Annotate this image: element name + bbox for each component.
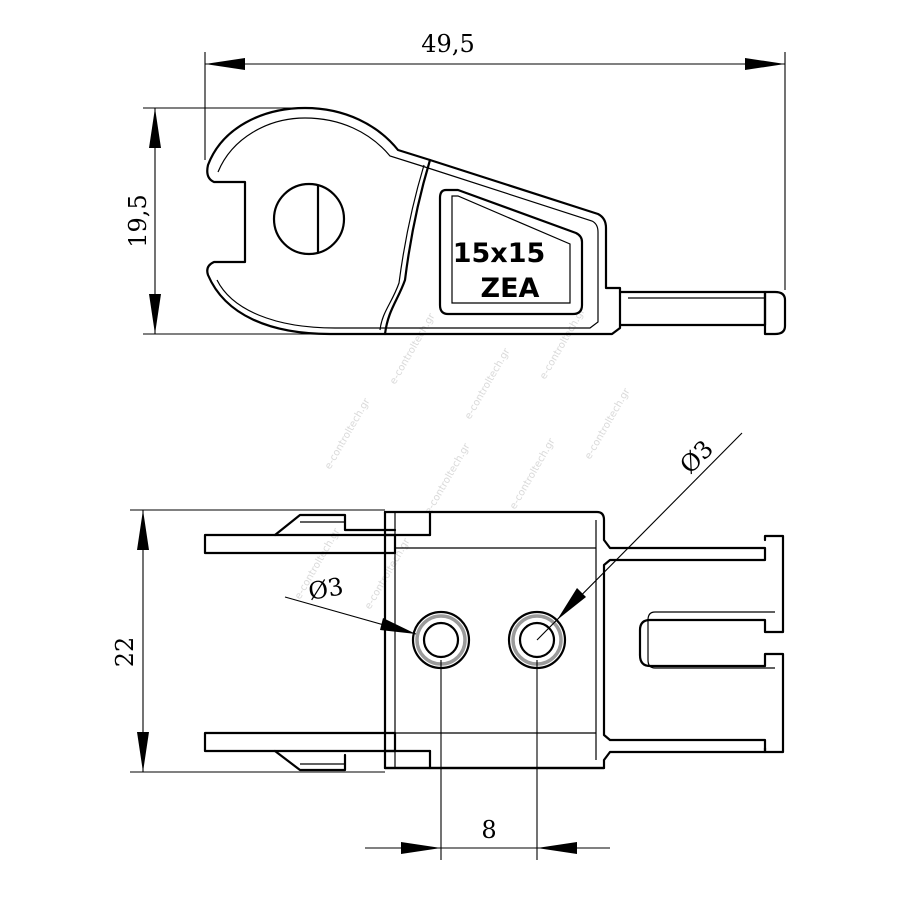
top-view-lower-end-cap — [638, 652, 785, 754]
top-view-lower-rail — [203, 731, 397, 753]
arrowhead — [149, 108, 161, 148]
marking-line-1: 15x15 — [453, 238, 546, 269]
side-view-dimensions: 49,5 19,5 — [124, 30, 786, 335]
top-view-hole-left-inner — [422, 621, 460, 659]
watermark-group: e-controltech.gr e-controltech.gr e-cont… — [293, 306, 633, 612]
side-view-rod-head — [763, 290, 787, 336]
watermark-text: e-controltech.gr — [538, 306, 588, 382]
side-view: 15x15 ZEA — [206, 106, 787, 336]
side-view-pin-hole — [272, 182, 346, 256]
top-view-upper-body — [383, 510, 767, 770]
watermark-text: e-controltech.gr — [388, 311, 438, 387]
dimension-width-label: 22 — [111, 637, 139, 668]
top-view-upper-end-cap — [638, 534, 785, 657]
side-view-step-line-inner — [379, 164, 425, 331]
side-view-label-recess — [438, 188, 584, 316]
arrowhead — [401, 842, 441, 854]
top-view-slot-outline — [647, 611, 775, 669]
top-view-hole-left-outer — [411, 610, 471, 670]
arrowhead — [137, 732, 149, 772]
top-view-dimensions: 22 8 Ø3 Ø3 — [111, 432, 743, 860]
top-view-upper-latch — [273, 513, 397, 537]
watermark-text: e-controltech.gr — [583, 386, 633, 462]
watermark-text: e-controltech.gr — [363, 536, 413, 612]
side-view-inner-outline — [216, 117, 599, 329]
top-view-lower-latch — [273, 749, 347, 772]
watermark-text: e-controltech.gr — [423, 441, 473, 517]
hole-diameter-right-label: Ø3 — [674, 435, 719, 480]
watermark-text: e-controltech.gr — [508, 436, 558, 512]
top-view-hole-right-inner — [518, 621, 556, 659]
side-view-label-recess-inner — [451, 195, 571, 304]
watermark-text: e-controltech.gr — [323, 396, 373, 472]
top-view-upper-rail — [203, 533, 397, 555]
dimension-height-label: 19,5 — [124, 194, 152, 247]
arrowhead — [205, 58, 245, 70]
arrowhead — [537, 842, 577, 854]
dimension-length-label: 49,5 — [421, 30, 474, 58]
side-view-rod — [618, 290, 767, 327]
arrowhead — [745, 58, 785, 70]
arrowhead — [380, 618, 416, 634]
dimension-spacing-label: 8 — [481, 816, 496, 844]
top-view — [203, 510, 785, 772]
marking-line-2: ZEA — [481, 273, 540, 304]
arrowhead — [149, 294, 161, 334]
arrowhead — [557, 588, 586, 620]
watermark-text: e-controltech.gr — [463, 346, 513, 422]
hole-diameter-left-label: Ø3 — [306, 572, 345, 606]
arrowhead — [137, 510, 149, 550]
side-view-step-line — [383, 158, 432, 336]
